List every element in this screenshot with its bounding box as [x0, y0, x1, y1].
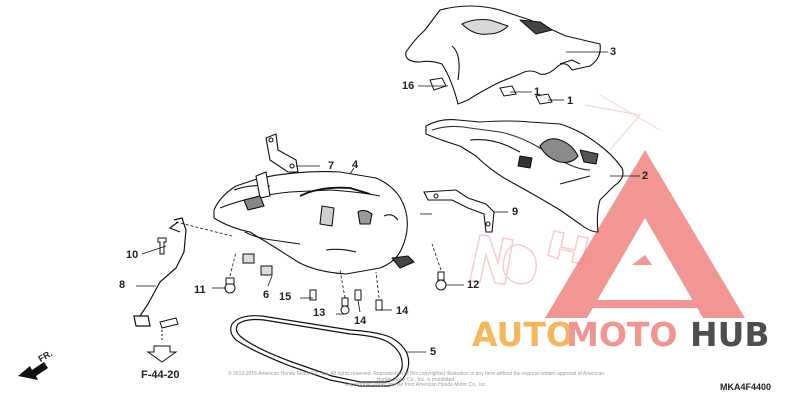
callout-8[interactable]: 8 [119, 279, 126, 291]
part-8-stay [133, 217, 187, 327]
automotohub-watermark: AUTO MOTO HUB [472, 316, 792, 356]
callout-6[interactable]: 6 [263, 289, 270, 301]
part-2-inner-panel [425, 119, 624, 233]
callout-1-a[interactable]: 1 [534, 86, 541, 98]
callout-16[interactable]: 16 [402, 80, 415, 92]
callout-5[interactable]: 5 [430, 346, 437, 358]
watermark-hub: HUB [690, 315, 770, 354]
watermark-moto: MOTO [566, 315, 678, 354]
triangle-logo-icon [545, 150, 745, 318]
copyright-line: Reproduced under license from American H… [344, 382, 488, 388]
copyright-notice: © 2013-2015 American Honda Motor Co., In… [226, 371, 606, 389]
callout-7[interactable]: 7 [328, 160, 335, 172]
callout-11[interactable]: 11 [194, 284, 206, 296]
callout-10[interactable]: 10 [126, 249, 139, 261]
front-arrow-icon [18, 362, 48, 380]
part-3-top-cover [405, 5, 601, 105]
part-7-bracket [265, 133, 299, 173]
reference-label[interactable]: F-44-20 [141, 369, 180, 381]
callout-14-a[interactable]: 14 [354, 315, 367, 327]
callout-13[interactable]: 13 [313, 307, 326, 319]
part-5-seal [230, 315, 410, 387]
callout-1-b[interactable]: 1 [567, 95, 574, 107]
callout-9[interactable]: 9 [512, 206, 519, 218]
part-9-bracket [423, 189, 495, 233]
callout-4[interactable]: 4 [352, 159, 359, 171]
callout-12[interactable]: 12 [467, 279, 480, 291]
background-logo-watermark [469, 94, 661, 285]
small-fasteners [157, 77, 553, 329]
copyright-line: © 2013-2015 American Honda Motor Co., In… [227, 371, 605, 383]
callout-3[interactable]: 3 [610, 46, 617, 58]
callout-2[interactable]: 2 [642, 170, 649, 182]
watermark-auto: AUTO [472, 315, 574, 354]
callout-14-b[interactable]: 14 [396, 305, 409, 317]
diagram-code: MKA4F4400 [720, 382, 772, 392]
reference-arrow-icon [146, 330, 178, 363]
part-4-meter-case [213, 171, 415, 275]
leader-lines [136, 51, 640, 353]
callout-15[interactable]: 15 [279, 291, 292, 303]
